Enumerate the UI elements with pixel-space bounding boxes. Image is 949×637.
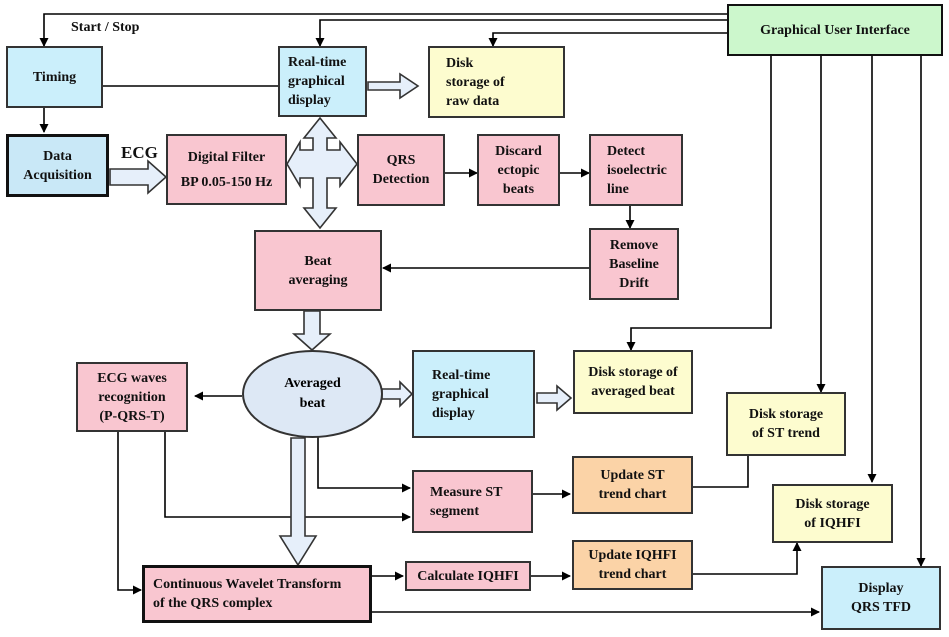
update-st-line1: Update ST (600, 468, 665, 483)
update-iqhfi-box: Update IQHFI trend chart (572, 540, 693, 590)
cwt-line1: Continuous Wavelet Transform (153, 577, 342, 592)
disk-iqhfi-line2: of IQHFI (804, 515, 861, 531)
beat-avg-line1: Beat (304, 253, 332, 269)
remove-baseline-box: Remove Baseline Drift (589, 228, 679, 300)
disk-raw-line1: Disk (446, 55, 474, 71)
disk-raw-box: Disk storage of raw data (428, 46, 565, 118)
disk-st-line1: Disk storage (748, 407, 824, 422)
ecg-waves-line1: ECG waves (97, 370, 167, 386)
display-to-disk-averaged-arrow (536, 384, 573, 412)
averaged-to-cwt-arrow (278, 437, 318, 567)
detect-line3: line (607, 181, 629, 197)
gui-box: Graphical User Interface (727, 4, 943, 56)
realtime-mid-line1: Real-time (432, 367, 491, 383)
disk-raw-line3: raw data (446, 93, 500, 109)
disk-averaged-box: Disk storage of averaged beat (573, 350, 693, 414)
discard-line1: Discard (495, 143, 542, 159)
ecg-waves-box: ECG waves recognition (P-QRS-T) (76, 362, 188, 432)
averaged-beat-ellipse: Averaged beat (242, 350, 383, 438)
calc-iqhfi-label: Calculate IQHFI (417, 568, 519, 584)
ecg-signal-label: ECG (121, 143, 158, 162)
gui-to-realtime-display (315, 19, 728, 47)
disk-st-box: Disk storage of ST trend (726, 392, 846, 456)
display-tfd-line1: Display (858, 581, 904, 596)
discard-line3: beats (502, 181, 535, 197)
ecg-waves-line3: (P-QRS-T) (99, 408, 165, 424)
start-stop-label: Start / Stop (71, 20, 140, 35)
remove-line2: Baseline (609, 256, 659, 272)
update-st-line2: trend chart (598, 487, 667, 502)
ecg-waves-line2: recognition (98, 389, 166, 405)
qrs-line2: Detection (372, 172, 430, 187)
realtime-top-line2: graphical (288, 74, 345, 89)
gui-label: Graphical User Interface (760, 22, 910, 38)
measure-st-line2: segment (430, 503, 479, 519)
disk-averaged-line2: averaged beat (591, 384, 675, 399)
timing-box: Timing (6, 46, 103, 108)
display-tfd-box: Display QRS TFD (821, 566, 941, 630)
gui-to-disk-averaged (626, 56, 772, 351)
detect-isoelectric-box: Detect isoelectric line (589, 134, 683, 206)
ecg-waves-to-measure-st (164, 431, 411, 522)
cwt-box: Continuous Wavelet Transform of the QRS … (142, 565, 372, 623)
beat-avg-line2: averaging (288, 272, 348, 288)
measure-st-line1: Measure ST (430, 484, 503, 500)
measure-st-box: Measure ST segment (412, 470, 533, 533)
update-st-to-disk-st (693, 443, 753, 488)
averaged-to-measure-st (317, 437, 411, 493)
cwt-line2: of the QRS complex (153, 596, 273, 611)
beat-avg-to-averaged-arrow (291, 310, 333, 352)
update-iqhfi-line2: trend chart (598, 567, 667, 582)
remove-line3: Drift (619, 275, 649, 291)
remove-line1: Remove (609, 237, 659, 253)
qrs-line1: QRS (386, 153, 416, 168)
data-acquisition-box: Data Acquisition (6, 134, 109, 197)
update-st-box: Update ST trend chart (572, 456, 693, 514)
disk-averaged-line1: Disk storage of (588, 365, 678, 380)
data-acquisition-line2: Acquisition (23, 167, 92, 183)
disk-iqhfi-box: Disk storage of IQHFI (772, 484, 893, 543)
display-tfd-line2: QRS TFD (850, 600, 912, 615)
detect-line2: isoelectric (607, 162, 667, 178)
calculate-iqhfi-box: Calculate IQHFI (405, 561, 531, 591)
realtime-display-mid-box: Real-time graphical display (412, 350, 535, 438)
timing-to-display-arrow (367, 72, 420, 100)
realtime-top-line3: display (288, 93, 331, 108)
update-iqhfi-line1: Update IQHFI (588, 548, 677, 563)
central-cross-arrow (286, 116, 359, 230)
acquisition-to-filter-arrow (109, 159, 168, 195)
gui-to-disk-raw (488, 32, 728, 47)
averaged-line2: beat (299, 396, 326, 411)
realtime-mid-line2: graphical (432, 386, 489, 402)
detect-line1: Detect (607, 143, 646, 159)
discard-ectopic-box: Discard ectopic beats (477, 134, 560, 206)
digital-filter-line1: Digital Filter (187, 149, 266, 165)
qrs-detection-box: QRS Detection (357, 134, 445, 206)
digital-filter-box: Digital Filter BP 0.05-150 Hz (166, 134, 287, 205)
data-acquisition-line1: Data (43, 148, 72, 164)
ecg-waves-to-cwt (117, 431, 142, 595)
gui-to-timing (39, 13, 728, 47)
beat-averaging-box: Beat averaging (254, 230, 382, 311)
averaged-line1: Averaged (284, 376, 341, 391)
realtime-mid-line3: display (432, 405, 475, 421)
disk-raw-line2: storage of (446, 74, 505, 90)
disk-iqhfi-line1: Disk storage (795, 496, 870, 512)
discard-line2: ectopic (497, 162, 540, 178)
realtime-top-line1: Real-time (288, 55, 347, 70)
averaged-to-display-arrow (381, 380, 414, 408)
timing-label: Timing (32, 69, 77, 85)
realtime-display-top-box: Real-time graphical display (278, 46, 367, 117)
disk-st-line2: of ST trend (752, 426, 820, 441)
update-iqhfi-to-disk-iqhfi (693, 542, 802, 575)
digital-filter-line2: BP 0.05-150 Hz (180, 174, 273, 190)
